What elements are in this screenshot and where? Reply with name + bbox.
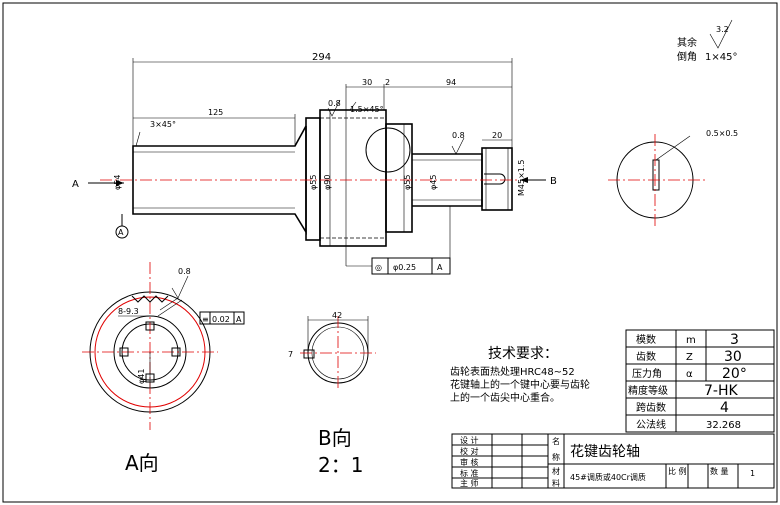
svg-text:跨齿数: 跨齿数: [636, 401, 666, 414]
svg-text:模数: 模数: [636, 333, 656, 346]
svg-text:125: 125: [208, 108, 223, 117]
svg-text:φ41: φ41: [137, 369, 146, 384]
svg-text:1: 1: [750, 469, 755, 478]
svg-text:压力角: 压力角: [632, 367, 662, 380]
svg-text:A: A: [72, 179, 79, 190]
svg-text:齿数: 齿数: [636, 350, 656, 363]
svg-text:主 师: 主 师: [460, 478, 479, 488]
svg-text:≡: ≡: [202, 315, 209, 324]
svg-text:比 例: 比 例: [668, 466, 687, 476]
svg-text:校 对: 校 对: [460, 446, 479, 456]
gear-parameter-table: 模数 m 3 齿数 Z 30 压力角 α 20° 精度等级 7-HK 跨齿数 4…: [625, 329, 775, 433]
dimensions: 294 30 2 94 125 20 3×45° 1.5×45° 0.8 0.8…: [113, 52, 526, 196]
svg-text:称: 称: [552, 452, 560, 462]
svg-text:B: B: [550, 176, 557, 187]
svg-text:A: A: [236, 315, 242, 324]
svg-text:1.5×45°: 1.5×45°: [350, 105, 384, 114]
svg-text:7: 7: [288, 350, 293, 359]
svg-text:上的一个齿尖中心重合。: 上的一个齿尖中心重合。: [450, 391, 560, 404]
svg-text:3.2: 3.2: [716, 25, 729, 34]
svg-text:0.5×0.5: 0.5×0.5: [706, 129, 738, 138]
coaxial-tolerance-frame: ◎ φ0.25 A: [345, 206, 451, 275]
svg-text:◎: ◎: [375, 263, 382, 272]
svg-text:设 计: 设 计: [460, 435, 479, 445]
view-arrow-b: B: [520, 176, 557, 187]
svg-text:0.8: 0.8: [178, 267, 191, 276]
svg-text:2: 2: [385, 78, 390, 87]
svg-text:30: 30: [724, 349, 742, 365]
svg-text:94: 94: [446, 78, 456, 87]
title-block: 设 计 校 对 审 核 标 准 主 师 名 称 材 料 花键齿轮轴 45#调质或…: [451, 433, 775, 489]
svg-text:φ0.25: φ0.25: [393, 263, 416, 272]
svg-text:φ55: φ55: [309, 175, 318, 190]
svg-text:φ55: φ55: [403, 175, 412, 190]
svg-text:32.268: 32.268: [706, 420, 741, 431]
svg-text:42: 42: [332, 311, 342, 320]
svg-text:φ45: φ45: [429, 175, 438, 190]
svg-text:3×45°: 3×45°: [150, 120, 176, 129]
svg-text:倒角: 倒角: [677, 51, 697, 63]
shaft-main-view: [100, 109, 540, 247]
a-view-label: A向: [125, 451, 159, 475]
svg-text:精度等级: 精度等级: [628, 384, 668, 397]
svg-text:7-HK: 7-HK: [704, 383, 738, 399]
svg-text:φ54: φ54: [113, 175, 122, 190]
svg-text:M45×1.5: M45×1.5: [517, 159, 526, 196]
svg-text:名: 名: [552, 436, 560, 446]
svg-text:3: 3: [730, 332, 739, 348]
svg-text:齿轮表面热处理HRC48~52: 齿轮表面热处理HRC48~52: [450, 365, 575, 378]
svg-text:花键轴上的一个键中心要与齿轮: 花键轴上的一个键中心要与齿轮: [450, 378, 590, 391]
svg-text:4: 4: [720, 400, 729, 416]
svg-text:0.8: 0.8: [452, 131, 465, 140]
b-view-label: B向: [318, 426, 352, 450]
svg-text:A: A: [118, 228, 124, 237]
svg-text:0.02: 0.02: [212, 315, 230, 324]
surface-note: 其余 倒角 1×45° 3.2: [677, 19, 737, 63]
svg-text:m: m: [686, 335, 696, 346]
technical-requirements: 技术要求： 齿轮表面热处理HRC48~52 花键轴上的一个键中心要与齿轮 上的一…: [450, 346, 590, 404]
svg-text:0.8: 0.8: [328, 99, 341, 108]
svg-text:Z: Z: [686, 352, 693, 363]
a-view-gear: 0.8 8-9.3 φ41 ≡ 0.02 A: [82, 262, 245, 430]
svg-text:8-9.3: 8-9.3: [118, 307, 139, 316]
svg-text:1×45°: 1×45°: [705, 52, 737, 63]
b-view-scale: 2：1: [318, 453, 363, 477]
svg-text:其余: 其余: [677, 36, 697, 49]
svg-text:技术要求：: 技术要求：: [488, 346, 558, 362]
svg-text:α: α: [686, 369, 693, 380]
svg-text:审 核: 审 核: [460, 457, 479, 467]
svg-text:φ90: φ90: [323, 175, 332, 190]
svg-text:标 准: 标 准: [460, 468, 479, 478]
svg-text:294: 294: [312, 52, 331, 63]
datum-a: A: [115, 214, 129, 239]
svg-text:20: 20: [492, 131, 502, 140]
svg-text:公法线: 公法线: [636, 418, 666, 431]
svg-text:30: 30: [362, 78, 372, 87]
svg-text:数 量: 数 量: [710, 466, 729, 476]
svg-text:20°: 20°: [722, 366, 747, 382]
svg-text:45#调质或40Cr调质: 45#调质或40Cr调质: [570, 472, 646, 482]
b-view: 42 7: [288, 311, 376, 390]
svg-text:材: 材: [552, 466, 560, 476]
svg-text:A: A: [437, 263, 443, 272]
svg-text:料: 料: [552, 478, 560, 488]
svg-text:花键齿轮轴: 花键齿轮轴: [570, 444, 640, 460]
key-section-view: 0.5×0.5: [608, 129, 738, 226]
view-arrow-a: A: [72, 179, 124, 190]
